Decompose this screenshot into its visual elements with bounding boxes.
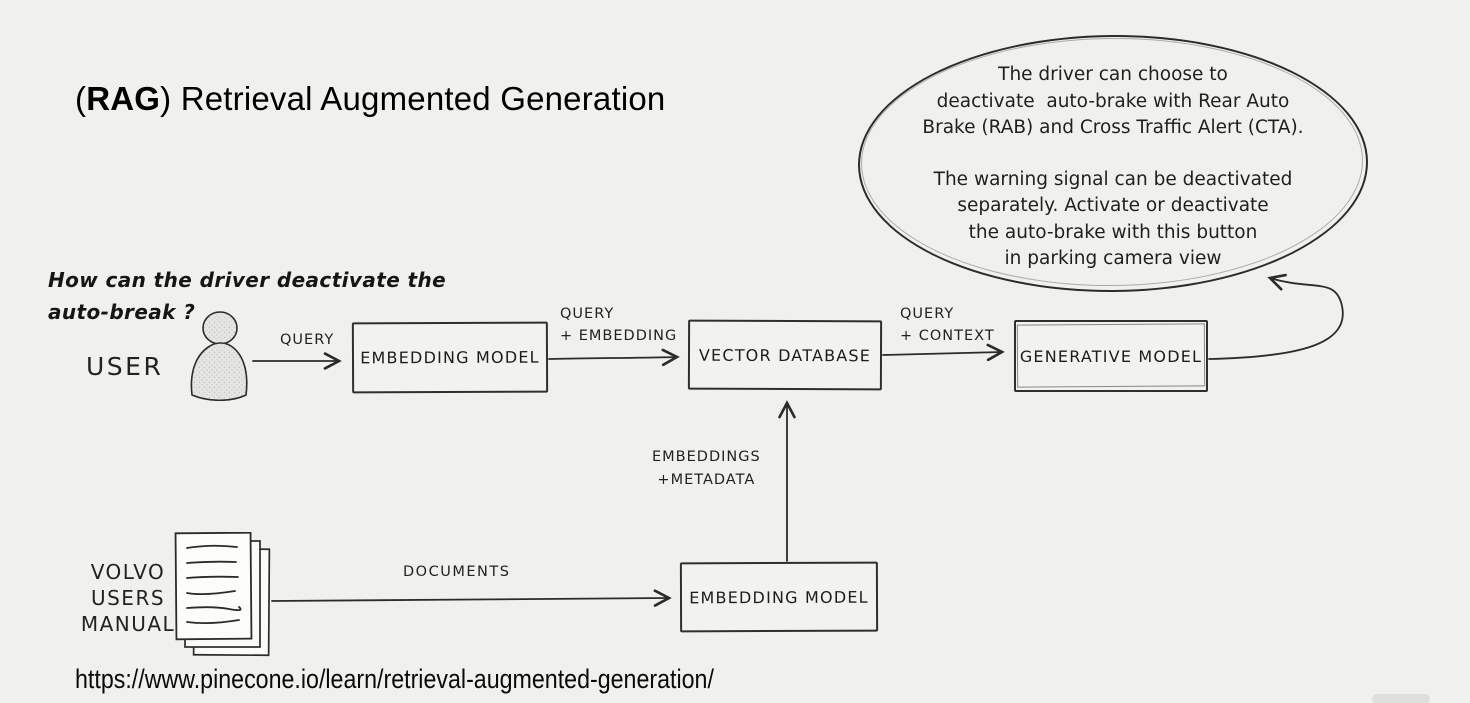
bubble-line: Brake (RAB) and Cross Traffic Alert (CTA…: [922, 117, 1304, 138]
node-label: VECTOR DATABASE: [698, 345, 872, 365]
title-open-paren: (: [75, 80, 87, 117]
bottom-right-artifact: [1372, 694, 1430, 703]
documents-icon: [174, 532, 271, 657]
node-label: EMBEDDING MODEL: [360, 347, 540, 368]
bubble-line: the auto-brake with this button: [968, 221, 1258, 243]
question-line: auto-break ?: [48, 300, 196, 324]
arrow-generative-to-bubble: [1208, 273, 1344, 360]
question-line: How can the driver deactivate the: [48, 268, 447, 292]
node-label: EMBEDDING MODEL: [689, 587, 869, 607]
title-rest: ) Retrieval Augmented Generation: [160, 80, 666, 117]
bubble-line: deactivate auto-brake with Rear Auto: [936, 90, 1290, 112]
speech-bubble-text: The driver can choose to deactivate auto…: [872, 62, 1354, 273]
edge-label-documents: DOCUMENTS: [403, 564, 511, 580]
page-title: (RAG) Retrieval Augmented Generation: [75, 80, 666, 118]
node-vector-database: VECTOR DATABASE: [687, 319, 883, 391]
bubble-line: The warning signal can be deactivated: [933, 168, 1293, 190]
node-embedding-model-top: EMBEDDING MODEL: [351, 321, 549, 394]
user-question: How can the driver deactivate the auto-b…: [48, 264, 446, 328]
arrow-vector-to-generative: [882, 343, 1005, 362]
edge-label-embeddings-metadata: EMBEDDINGS +METADATA: [652, 449, 761, 488]
user-label: USER: [86, 352, 164, 381]
bubble-line: in parking camera view: [1004, 248, 1222, 269]
source-label-volvo-manual: VOLVO USERS MANUAL: [58, 559, 198, 637]
node-embedding-model-bottom: EMBEDDING MODEL: [679, 561, 879, 633]
bubble-line: separately. Activate or deactivate: [957, 195, 1269, 216]
source-line: VOLVO: [90, 560, 166, 584]
source-line: MANUAL: [80, 612, 176, 636]
arrow-manual-to-embedding: [271, 589, 672, 607]
bubble-line: The driver can choose to: [998, 64, 1228, 85]
edge-label-query: QUERY: [280, 332, 335, 348]
node-label: GENERATIVE MODEL: [1019, 346, 1203, 366]
edge-label-query-embedding: QUERY + EMBEDDING: [560, 306, 678, 344]
person-icon: [190, 311, 248, 401]
source-line: USERS: [90, 586, 166, 610]
node-generative-model: GENERATIVE MODEL: [1014, 320, 1208, 392]
edge-label-query-context: QUERY + CONTEXT: [900, 306, 995, 344]
arrow-embedding-to-vector: [548, 348, 680, 367]
title-acronym: RAG: [86, 80, 161, 117]
source-url: https://www.pinecone.io/learn/retrieval-…: [75, 664, 714, 694]
